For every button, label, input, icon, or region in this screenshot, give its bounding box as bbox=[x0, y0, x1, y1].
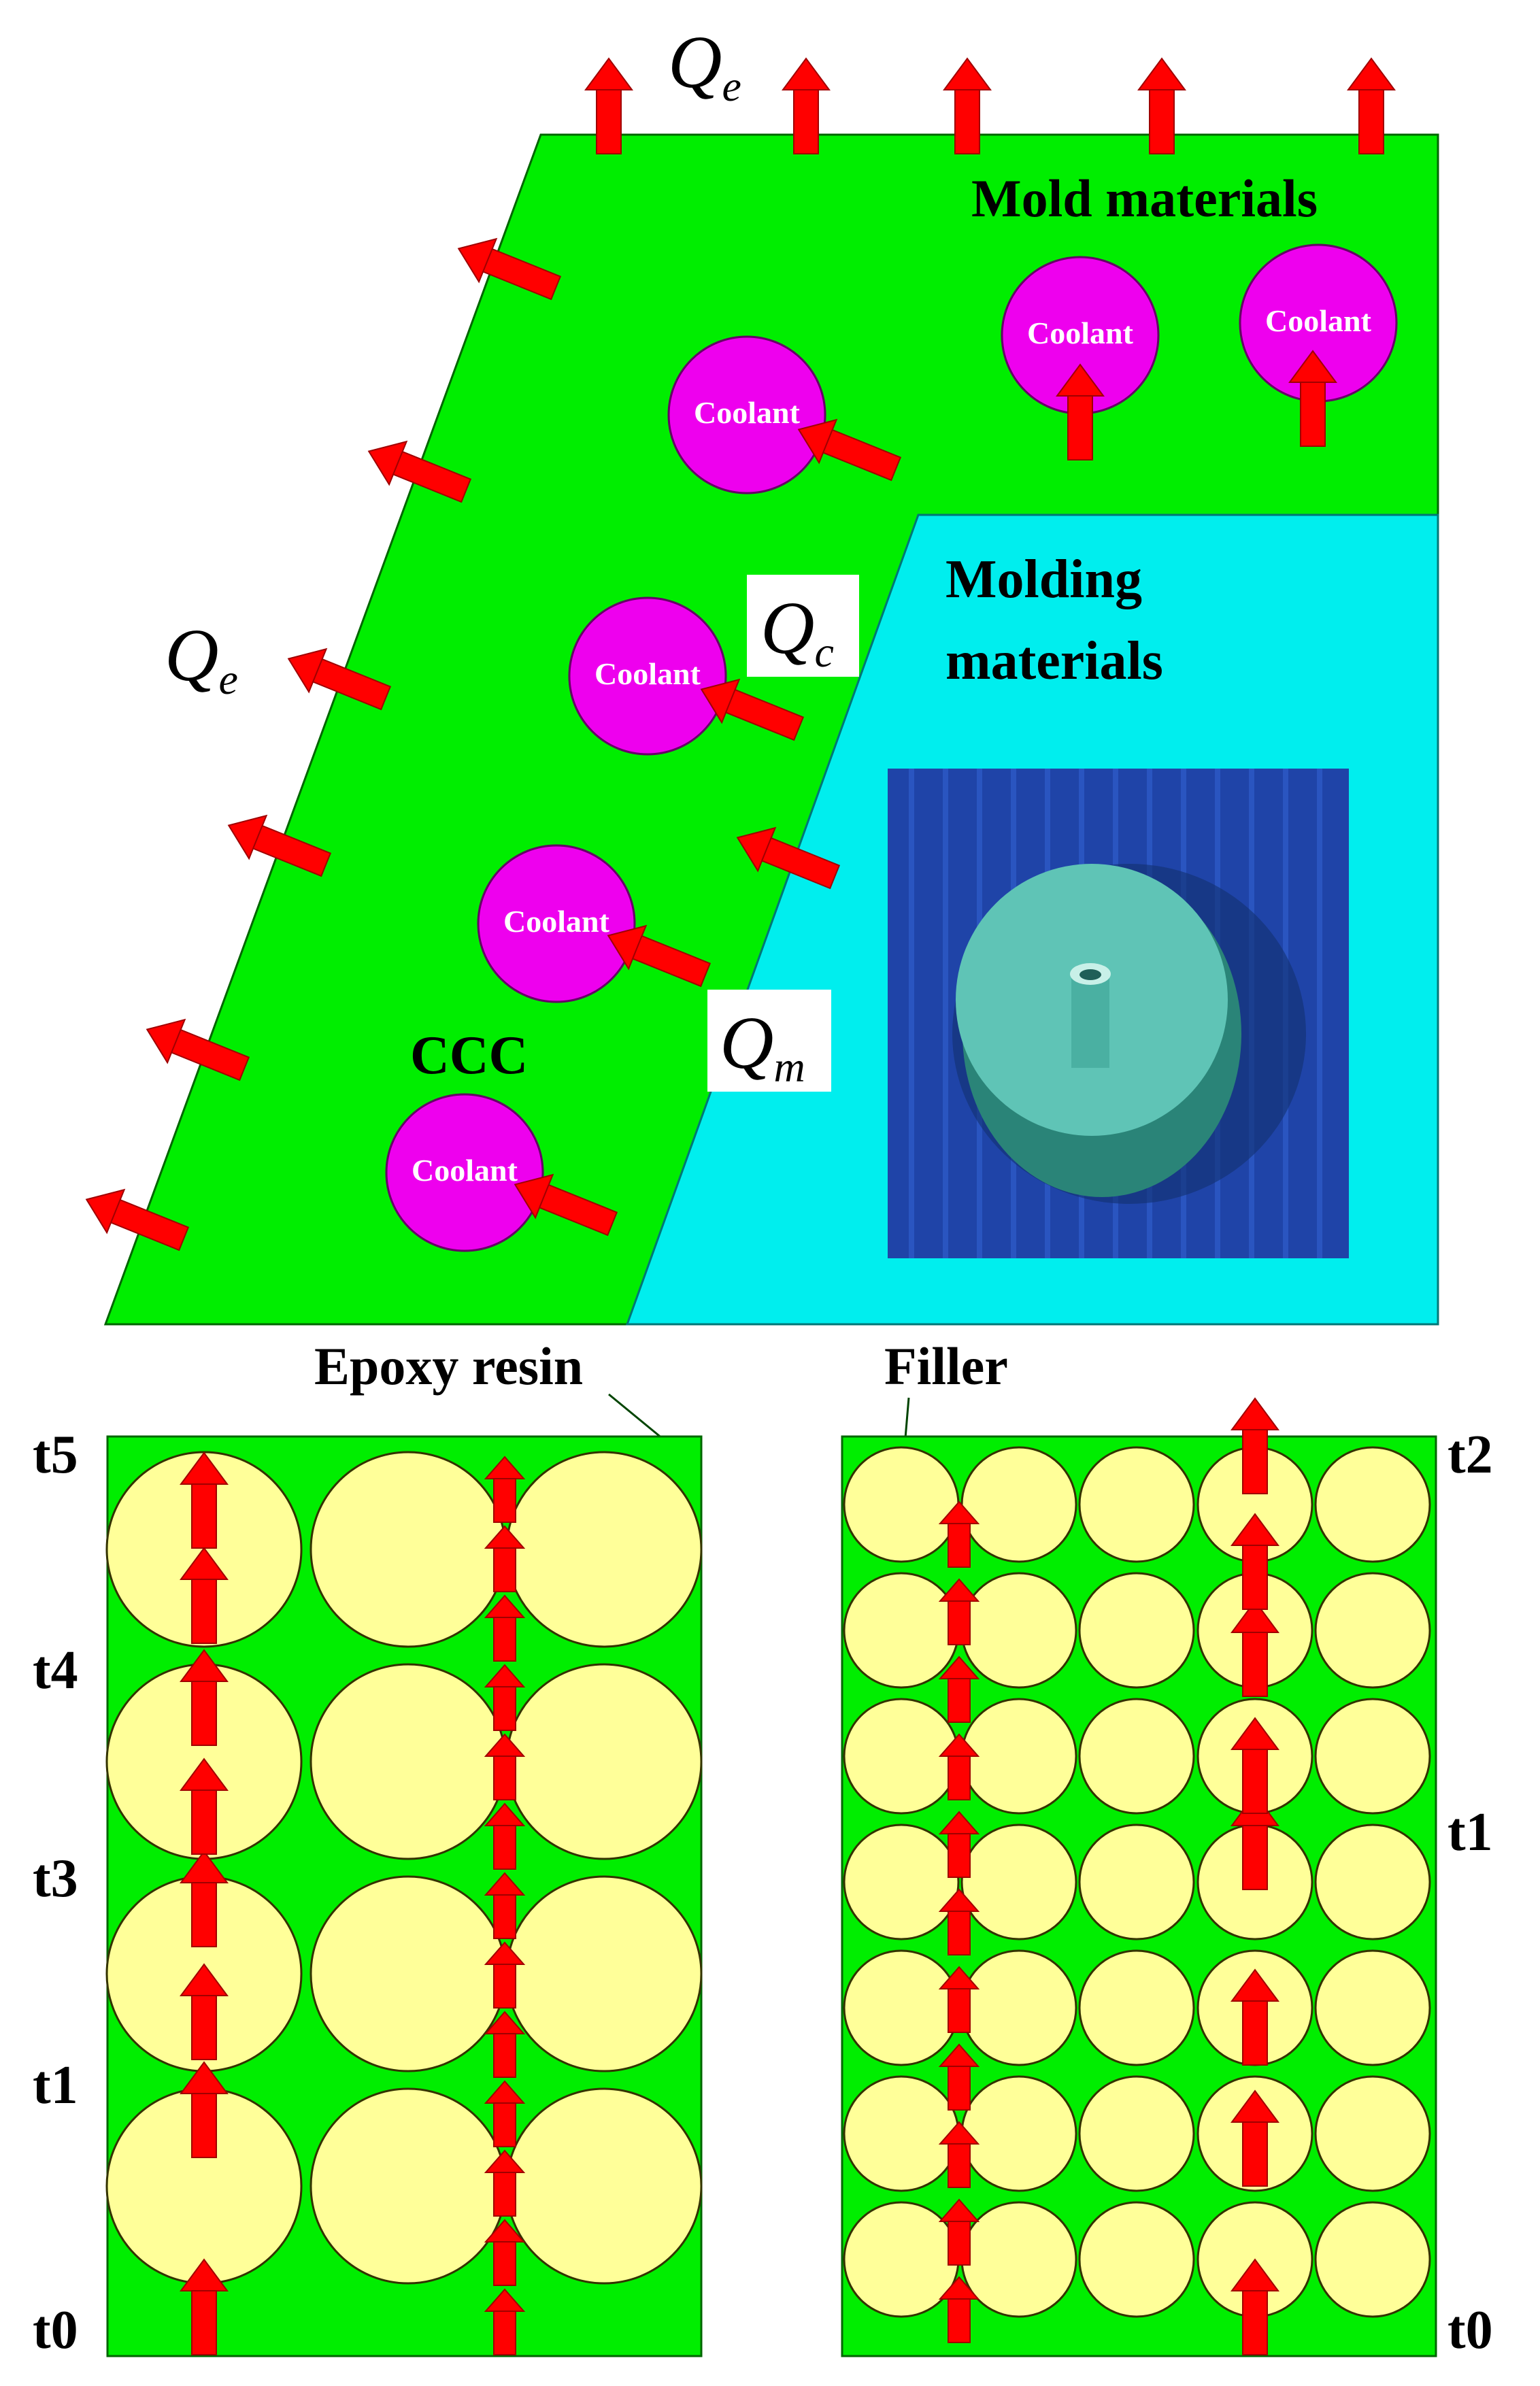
epoxy-resin-label: Epoxy resin bbox=[314, 1337, 583, 1396]
coolant-channel: Coolant bbox=[667, 335, 826, 494]
filler-particle bbox=[309, 1451, 507, 1648]
filler-particle bbox=[505, 2087, 703, 2285]
filler-label: Filler bbox=[884, 1337, 1008, 1396]
filler-particle bbox=[843, 1824, 960, 1940]
filler-particle bbox=[843, 1949, 960, 2066]
filler-particle bbox=[1078, 1949, 1195, 2066]
coolant-channel: Coolant bbox=[477, 844, 636, 1003]
filler-particle bbox=[1314, 2075, 1431, 2192]
ccc-label: CCC bbox=[410, 1026, 528, 1086]
small-filler-panel bbox=[841, 1398, 1437, 2357]
qc-label: Qc bbox=[747, 575, 859, 677]
filler-particle bbox=[1078, 1446, 1195, 1563]
time-label: t0 bbox=[33, 2300, 78, 2360]
molded-part-photo bbox=[888, 769, 1349, 1258]
filler-particle bbox=[505, 1663, 703, 1860]
coolant-channel: Coolant bbox=[568, 596, 727, 756]
filler-particle bbox=[960, 1824, 1077, 1940]
svg-text:Qe: Qe bbox=[668, 20, 741, 110]
svg-text:Coolant: Coolant bbox=[1027, 316, 1134, 350]
time-label: t0 bbox=[1447, 2300, 1493, 2360]
qe-top-label: Qe bbox=[668, 20, 741, 110]
time-label: t3 bbox=[33, 1849, 78, 1909]
molding-materials-label-line2: materials bbox=[945, 631, 1163, 691]
filler-particle bbox=[1314, 1572, 1431, 1689]
filler-particle bbox=[1314, 1698, 1431, 1815]
filler-particle bbox=[1078, 2075, 1195, 2192]
time-label: t5 bbox=[33, 1425, 78, 1485]
time-labels-left: t5 t4 t3 t1 t0 bbox=[33, 1425, 78, 2360]
filler-particle bbox=[843, 2075, 960, 2192]
svg-text:Coolant: Coolant bbox=[694, 395, 801, 430]
part-sprue bbox=[1071, 973, 1109, 1068]
molding-materials-label-line1: Molding bbox=[945, 550, 1142, 609]
svg-text:Qe: Qe bbox=[165, 614, 238, 703]
part-sprue-hole bbox=[1079, 969, 1101, 980]
svg-text:Qm: Qm bbox=[720, 1001, 805, 1091]
filler-particle bbox=[1314, 1446, 1431, 1563]
time-label: t4 bbox=[33, 1641, 78, 1700]
coolant-channel: Coolant bbox=[1239, 243, 1398, 403]
filler-particle bbox=[309, 2087, 507, 2285]
time-label: t2 bbox=[1447, 1425, 1493, 1485]
time-label: t1 bbox=[33, 2055, 78, 2115]
svg-text:Coolant: Coolant bbox=[503, 904, 610, 939]
time-labels-right: t2 t1 t0 bbox=[1447, 1425, 1493, 2360]
filler-particle bbox=[1078, 1824, 1195, 1940]
filler-particle bbox=[960, 1446, 1077, 1563]
filler-particle bbox=[960, 1949, 1077, 2066]
filler-particle bbox=[1078, 2201, 1195, 2318]
filler-particle bbox=[1314, 2201, 1431, 2318]
mold-materials-label: Mold materials bbox=[971, 169, 1318, 228]
filler-particle bbox=[1314, 1824, 1431, 1940]
svg-text:Coolant: Coolant bbox=[595, 656, 701, 691]
filler-particle bbox=[1314, 1949, 1431, 2066]
coolant-channel: Coolant bbox=[385, 1093, 544, 1252]
qe-left-label: Qe bbox=[165, 614, 238, 703]
qm-label: Qm bbox=[707, 990, 831, 1092]
large-filler-panel bbox=[105, 1435, 703, 2357]
mold-cross-section: Mold materials Molding materials CCC Qe … bbox=[77, 20, 1439, 1326]
time-label: t1 bbox=[1447, 1802, 1493, 1862]
filler-particle-grid-large bbox=[105, 1451, 703, 2285]
filler-particle bbox=[960, 2075, 1077, 2192]
filler-particle bbox=[1078, 1698, 1195, 1815]
filler-particle bbox=[505, 1875, 703, 2072]
svg-text:Coolant: Coolant bbox=[1265, 303, 1372, 338]
filler-particle bbox=[309, 1663, 507, 1860]
filler-particle bbox=[960, 1572, 1077, 1689]
svg-text:Qc: Qc bbox=[760, 586, 834, 676]
filler-particle bbox=[309, 1875, 507, 2072]
filler-particle bbox=[843, 1446, 960, 1563]
filler-particle bbox=[505, 1451, 703, 1648]
filler-particle bbox=[843, 1572, 960, 1689]
filler-particle bbox=[1078, 1572, 1195, 1689]
svg-text:Coolant: Coolant bbox=[412, 1153, 518, 1188]
